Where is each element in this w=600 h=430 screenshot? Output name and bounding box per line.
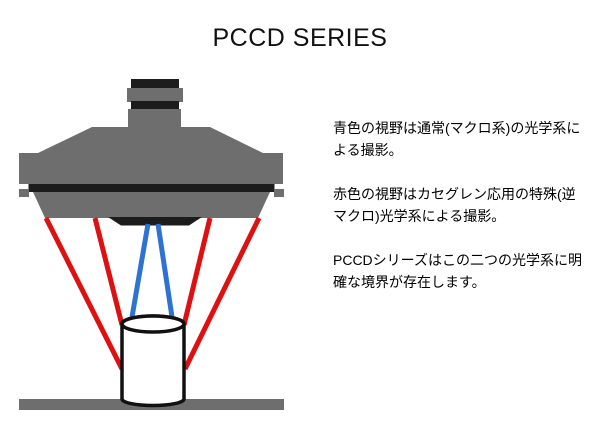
right-tab [274,189,284,197]
separation-band [28,184,275,192]
red-ray-outer-right [182,216,262,371]
lower-housing-trapezoid [33,192,270,218]
page-title: PCCD SERIES [212,24,388,52]
specimen-cylinder-rim [120,314,186,334]
description-paragraph-red-field: 赤色の視野はカセグレン応用の特殊(逆マクロ)光学系による撮影。 [333,186,576,224]
description-paragraph-blue-field: 青色の視野は通常(マクロ系)の光学系による撮影。 [333,120,581,158]
description-text-block: 青色の視野は通常(マクロ系)の光学系による撮影。 赤色の視野はカセグレン応用の特… [333,117,585,315]
blue-ray-right [155,223,175,318]
upper-housing-trapezoid [38,127,263,153]
objective-lens [108,217,202,226]
left-tab [19,189,29,197]
red-ray-outer-left [43,216,125,371]
camera-stack-dark-band [131,101,179,110]
main-housing-body [19,153,283,184]
red-ray-inner-right [181,217,213,326]
description-paragraph-boundary: PCCDシリーズはこの二つの光学系に明確な境界が存在します。 [333,252,582,290]
red-ray-inner-left [92,217,125,326]
camera-stack-gray-lower [128,109,181,130]
camera-stack-gray-upper [127,88,183,102]
blue-ray-left [129,223,151,318]
camera-stack-dark-top [131,79,179,89]
